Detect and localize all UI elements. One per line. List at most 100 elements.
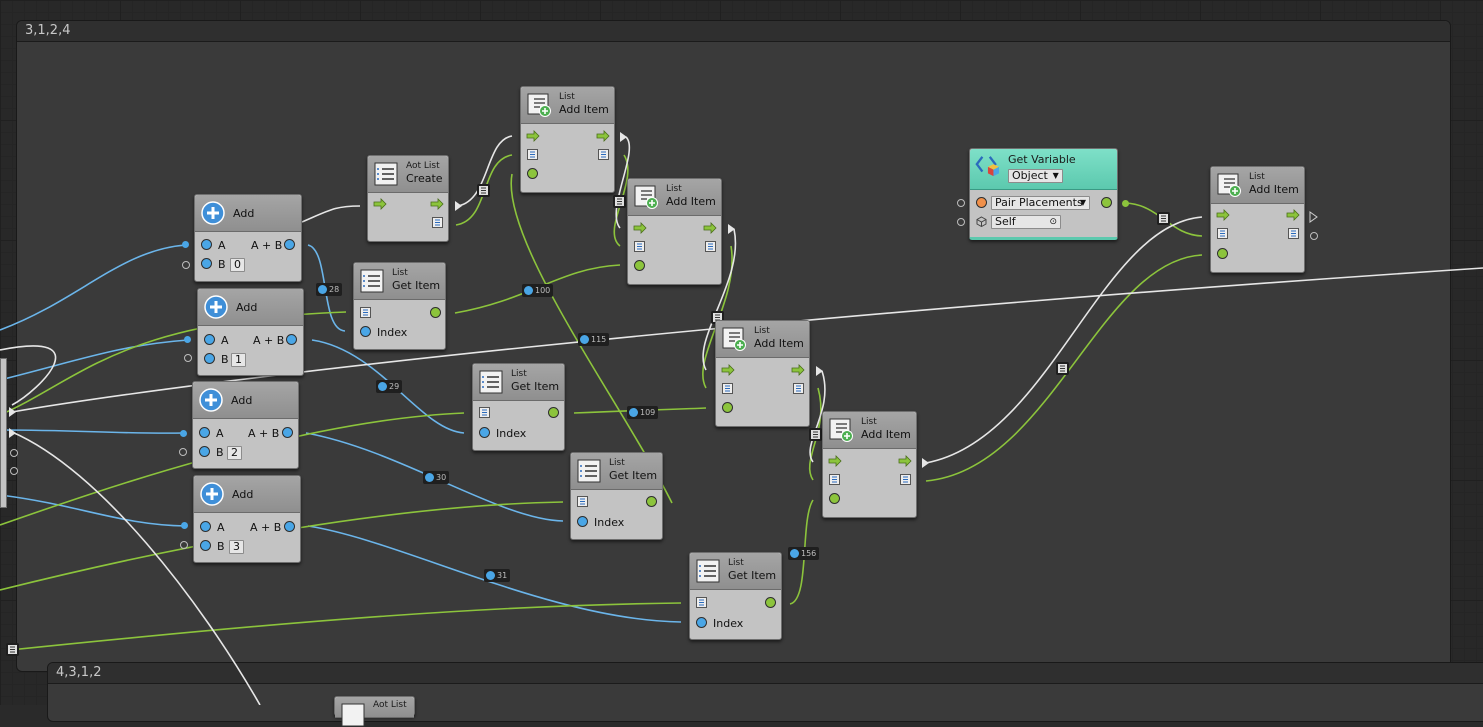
add-node[interactable]: Add A A + B B 0 (194, 194, 302, 282)
item-output-port[interactable] (646, 496, 657, 507)
input-port-ring[interactable] (184, 354, 192, 362)
flow-output-icon[interactable] (703, 222, 717, 234)
flow-output-icon[interactable] (8, 427, 18, 439)
list-port-icon[interactable] (696, 597, 707, 608)
group-title[interactable]: 4,3,1,2 (48, 663, 1483, 684)
list-get-item-node[interactable]: List Get Item Index (689, 552, 782, 640)
aot-list-create-node[interactable]: Aot List Create (367, 155, 449, 242)
list-port-icon[interactable] (634, 241, 645, 252)
input-b-port[interactable] (201, 258, 212, 269)
list-port-icon[interactable] (577, 496, 588, 507)
item-input-port[interactable] (527, 168, 538, 179)
list-port-icon[interactable] (1288, 228, 1299, 239)
group-title[interactable]: 3,1,2,4 (17, 21, 1450, 42)
flow-output-icon[interactable] (1309, 211, 1319, 223)
list-add-item-node[interactable]: List Add Item (520, 86, 615, 193)
item-input-port[interactable] (722, 402, 733, 413)
input-port-ring[interactable] (182, 261, 190, 269)
b-value-field[interactable]: 0 (230, 258, 245, 272)
add-node[interactable]: Add A A + B B 3 (193, 475, 301, 563)
item-input-port[interactable] (829, 493, 840, 504)
offscreen-node-edge[interactable] (0, 358, 7, 508)
list-port-icon[interactable] (479, 407, 490, 418)
flow-input-icon[interactable] (1216, 209, 1230, 221)
input-port-dot[interactable] (180, 430, 187, 437)
input-port-ring[interactable] (180, 541, 188, 549)
list-port-icon[interactable] (829, 474, 840, 485)
value-output-port[interactable] (1101, 197, 1112, 208)
get-variable-node[interactable]: Get Variable Object ▼ Pair Placements ▼ … (969, 148, 1118, 240)
input-b-port[interactable] (204, 353, 215, 364)
input-port-dot[interactable] (181, 522, 188, 529)
target-field[interactable]: Self ⊙ (991, 215, 1061, 229)
variable-kind-dropdown[interactable]: Object ▼ (1008, 169, 1063, 183)
b-value-field[interactable]: 2 (227, 446, 242, 460)
add-node[interactable]: Add A A + B B 1 (197, 288, 304, 376)
item-input-port[interactable] (1217, 248, 1228, 259)
b-value-field[interactable]: 1 (231, 353, 246, 367)
output-port-dot[interactable] (1122, 200, 1129, 207)
input-port-ring[interactable] (179, 448, 187, 456)
aot-list-node-partial[interactable]: Aot List (334, 696, 415, 727)
list-port-icon[interactable] (432, 217, 443, 228)
list-port-icon[interactable] (900, 474, 911, 485)
list-get-item-node[interactable]: List Get Item Index (353, 262, 446, 350)
output-sum-port[interactable] (282, 427, 293, 438)
input-a-port[interactable] (199, 427, 210, 438)
list-port-icon[interactable] (1217, 228, 1228, 239)
input-a-port[interactable] (201, 239, 212, 250)
list-get-item-node[interactable]: List Get Item Index (570, 452, 663, 540)
add-node[interactable]: Add A A + B B 2 (192, 381, 299, 469)
item-output-port[interactable] (548, 407, 559, 418)
input-a-port[interactable] (204, 334, 215, 345)
flow-output-icon[interactable] (727, 223, 737, 235)
output-sum-port[interactable] (284, 521, 295, 532)
input-port-dot[interactable] (182, 241, 189, 248)
index-input-port[interactable] (577, 516, 588, 527)
list-port-icon[interactable] (705, 241, 716, 252)
output-sum-port[interactable] (286, 334, 297, 345)
list-add-item-node[interactable]: List Add Item (715, 320, 810, 427)
flow-output-icon[interactable] (1286, 209, 1300, 221)
flow-input-icon[interactable] (828, 455, 842, 467)
flow-output-icon[interactable] (430, 198, 444, 210)
flow-output-icon[interactable] (921, 457, 931, 469)
input-port-ring[interactable] (957, 199, 965, 207)
output-port-ring[interactable] (10, 449, 18, 457)
flow-output-icon[interactable] (898, 455, 912, 467)
variable-name-dropdown[interactable]: Pair Placements ▼ (991, 196, 1090, 210)
input-b-port[interactable] (199, 446, 210, 457)
item-input-port[interactable] (634, 260, 645, 271)
input-b-port[interactable] (200, 540, 211, 551)
flow-output-icon[interactable] (596, 130, 610, 142)
input-a-port[interactable] (200, 521, 211, 532)
list-add-item-node[interactable]: List Add Item (822, 411, 917, 518)
input-port-dot[interactable] (184, 336, 191, 343)
variable-name-port[interactable] (976, 197, 987, 208)
output-sum-port[interactable] (284, 239, 295, 250)
flow-input-icon[interactable] (526, 130, 540, 142)
list-port-icon[interactable] (722, 383, 733, 394)
item-output-port[interactable] (765, 597, 776, 608)
list-get-item-node[interactable]: List Get Item Index (472, 363, 565, 451)
flow-input-icon[interactable] (373, 198, 387, 210)
list-port-icon[interactable] (527, 149, 538, 160)
flow-output-icon[interactable] (815, 365, 825, 377)
index-input-port[interactable] (479, 427, 490, 438)
index-input-port[interactable] (696, 617, 707, 628)
output-port-ring[interactable] (10, 467, 18, 475)
target-picker-icon[interactable]: ⊙ (1049, 217, 1057, 227)
list-port-icon[interactable] (793, 383, 804, 394)
input-port-ring[interactable] (957, 218, 965, 226)
flow-output-icon[interactable] (791, 364, 805, 376)
b-value-field[interactable]: 3 (229, 540, 244, 554)
list-port-icon[interactable] (360, 307, 371, 318)
output-port-ring[interactable] (1310, 232, 1318, 240)
list-add-item-node[interactable]: List Add Item (1210, 166, 1305, 273)
item-output-port[interactable] (430, 307, 441, 318)
index-input-port[interactable] (360, 326, 371, 337)
list-add-item-node[interactable]: List Add Item (627, 178, 722, 285)
list-port-icon[interactable] (598, 149, 609, 160)
flow-output-icon[interactable] (619, 131, 629, 143)
flow-input-icon[interactable] (633, 222, 647, 234)
